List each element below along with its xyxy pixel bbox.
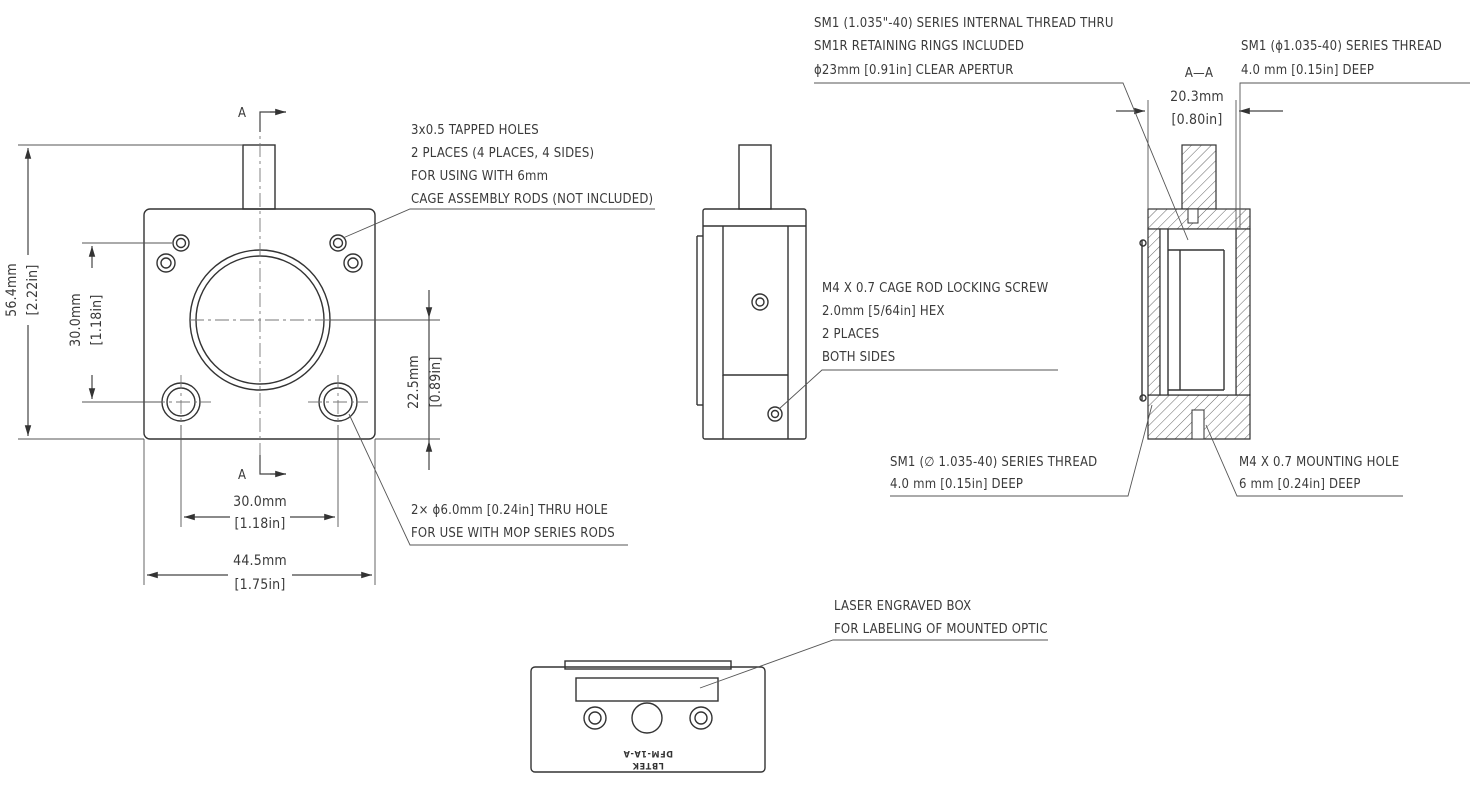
top-hole-right xyxy=(689,706,713,730)
locking-screw-top xyxy=(751,293,769,311)
svg-text:SM1 (1.035"-40) SERIES INTERNA: SM1 (1.035"-40) SERIES INTERNAL THREAD T… xyxy=(814,16,1114,31)
width-dim-in: [1.75in] xyxy=(235,577,286,593)
svg-text:M4 X 0.7 CAGE ROD LOCKING SCRE: M4 X 0.7 CAGE ROD LOCKING SCREW xyxy=(822,281,1049,296)
note-engraved-box: LASER ENGRAVED BOX FOR LABELING OF MOUNT… xyxy=(834,599,1048,637)
width-dim-mm: 44.5mm xyxy=(233,553,287,569)
note-mounting-hole: M4 X 0.7 MOUNTING HOLE 6 mm [0.24in] DEE… xyxy=(1239,455,1399,492)
note-thru-hole: 2× ϕ6.0mm [0.24in] THRU HOLE FOR USE WIT… xyxy=(411,503,615,541)
height-dim-mm: 56.4mm xyxy=(4,263,20,317)
svg-text:FOR LABELING OF MOUNTED OPTIC: FOR LABELING OF MOUNTED OPTIC xyxy=(834,622,1048,637)
svg-text:2 PLACES: 2 PLACES xyxy=(822,327,879,342)
svg-text:CAGE ASSEMBLY RODS (NOT INCLUD: CAGE ASSEMBLY RODS (NOT INCLUDED) xyxy=(411,192,653,207)
front-view: A A 56.4mm [2.22in] 30.0mm [1.18in] 22.5… xyxy=(4,106,655,593)
note-locking-screw: M4 X 0.7 CAGE ROD LOCKING SCREW 2.0mm [5… xyxy=(822,281,1049,365)
tapped-hole-left xyxy=(156,253,176,273)
hole-spacing-v-in: [1.18in] xyxy=(89,295,105,346)
hole-spacing-v-mm: 30.0mm xyxy=(68,293,84,347)
svg-text:M4 X 0.7 MOUNTING HOLE: M4 X 0.7 MOUNTING HOLE xyxy=(1239,455,1399,470)
note-bottom-thread: SM1 (∅ 1.035-40) SERIES THREAD 4.0 mm [0… xyxy=(890,455,1097,492)
section-mark-a-top: A xyxy=(238,106,246,121)
tapped-hole-right xyxy=(343,253,363,273)
side-body xyxy=(702,208,807,440)
svg-text:SM1 (ϕ1.035-40) SERIES THREAD: SM1 (ϕ1.035-40) SERIES THREAD xyxy=(1241,39,1442,54)
svg-text:4.0 mm [0.15in] DEEP: 4.0 mm [0.15in] DEEP xyxy=(890,477,1023,492)
depth-dim-mm: 20.3mm xyxy=(1170,89,1224,105)
tapped-hole-top-left xyxy=(172,234,190,252)
side-view: M4 X 0.7 CAGE ROD LOCKING SCREW 2.0mm [5… xyxy=(696,144,1058,440)
svg-text:2 PLACES (4 PLACES, 4 SIDES): 2 PLACES (4 PLACES, 4 SIDES) xyxy=(411,146,594,161)
svg-text:3x0.5 TAPPED HOLES: 3x0.5 TAPPED HOLES xyxy=(411,123,539,138)
center-offset-mm: 22.5mm xyxy=(406,355,422,409)
top-view: DFM-1A-A LBTEK LASER ENGRAVED BOX FOR LA… xyxy=(530,599,1048,773)
hole-spacing-h-in: [1.18in] xyxy=(235,516,286,532)
height-dim-in: [2.22in] xyxy=(25,265,41,316)
svg-text:2× ϕ6.0mm [0.24in] THRU HOLE: 2× ϕ6.0mm [0.24in] THRU HOLE xyxy=(411,503,608,518)
engraving-model: DFM-1A-A xyxy=(623,748,673,758)
svg-text:2.0mm [5/64in] HEX: 2.0mm [5/64in] HEX xyxy=(822,304,945,319)
svg-text:4.0 mm [0.15in] DEEP: 4.0 mm [0.15in] DEEP xyxy=(1241,63,1374,78)
depth-dim-in: [0.80in] xyxy=(1172,112,1223,128)
engraving-brand: LBTEK xyxy=(632,760,664,770)
side-rod xyxy=(738,144,772,210)
svg-text:FOR USING WITH 6mm: FOR USING WITH 6mm xyxy=(411,169,548,184)
svg-text:ϕ23mm [0.91in] CLEAR APERTUR: ϕ23mm [0.91in] CLEAR APERTUR xyxy=(814,63,1014,78)
locking-screw-bottom xyxy=(767,406,783,422)
svg-text:LASER ENGRAVED BOX: LASER ENGRAVED BOX xyxy=(834,599,971,614)
svg-text:6 mm [0.24in] DEEP: 6 mm [0.24in] DEEP xyxy=(1239,477,1361,492)
engraved-box xyxy=(575,677,719,702)
section-mark-a-bottom: A xyxy=(238,468,246,483)
section-view: A—A 20.3mm [0.80in] SM1 (1.035 xyxy=(814,16,1470,497)
note-internal-thread: SM1 (1.035"-40) SERIES INTERNAL THREAD T… xyxy=(814,16,1114,78)
note-top-thread: SM1 (ϕ1.035-40) SERIES THREAD 4.0 mm [0.… xyxy=(1241,39,1442,78)
front-body xyxy=(143,208,376,440)
front-rod xyxy=(242,144,276,210)
svg-text:BOTH SIDES: BOTH SIDES xyxy=(822,350,895,365)
svg-text:SM1R RETAINING RINGS INCLUDED: SM1R RETAINING RINGS INCLUDED xyxy=(814,39,1024,54)
top-aperture xyxy=(631,702,663,734)
tapped-hole-top-right xyxy=(329,234,347,252)
svg-text:FOR USE WITH MOP SERIES RODS: FOR USE WITH MOP SERIES RODS xyxy=(411,526,615,541)
top-body xyxy=(530,666,766,773)
top-hole-left xyxy=(583,706,607,730)
svg-text:SM1 (∅ 1.035-40) SERIES THREAD: SM1 (∅ 1.035-40) SERIES THREAD xyxy=(890,455,1097,470)
hole-spacing-h-mm: 30.0mm xyxy=(233,494,287,510)
section-title: A—A xyxy=(1185,66,1213,81)
note-tapped-holes: 3x0.5 TAPPED HOLES 2 PLACES (4 PLACES, 4… xyxy=(411,123,653,207)
center-offset-in: [0.89in] xyxy=(428,357,444,408)
